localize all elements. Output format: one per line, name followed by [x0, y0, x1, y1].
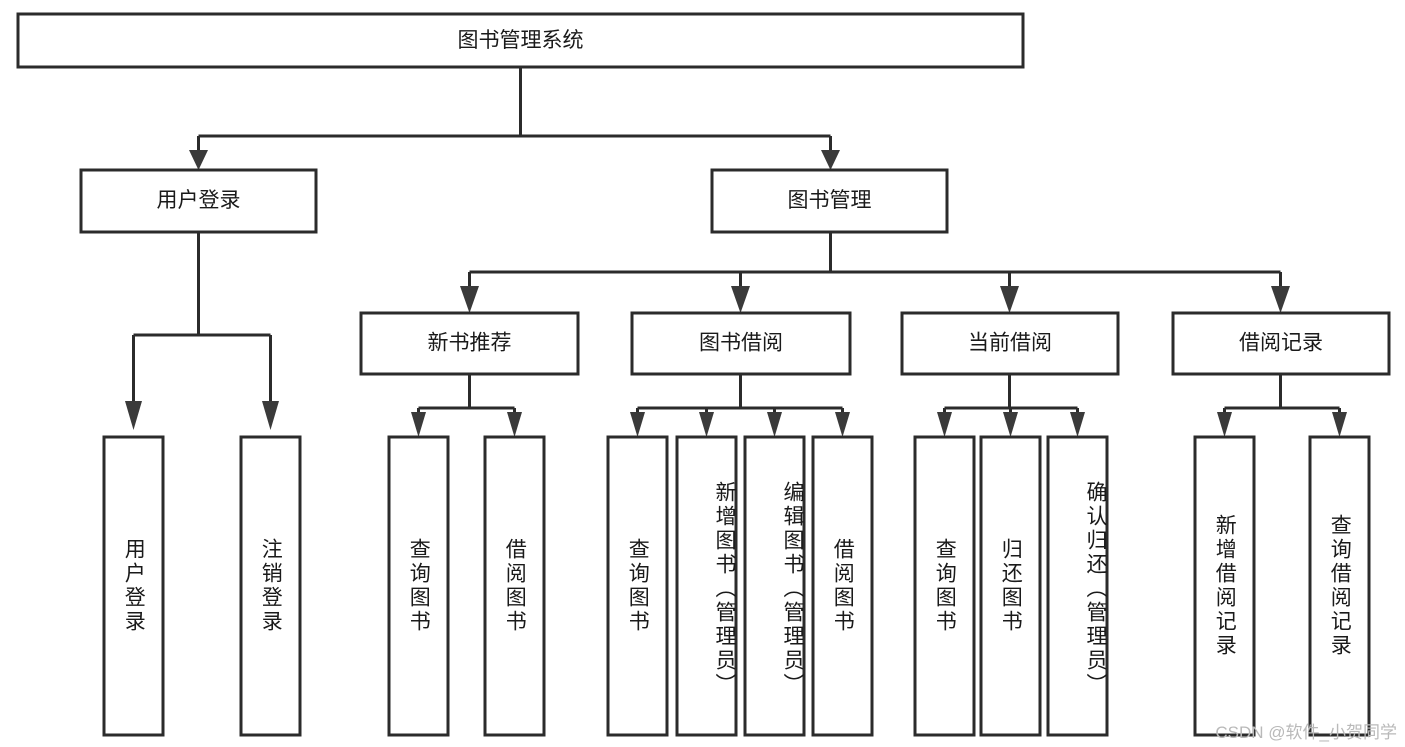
leaf-box-book-borrow-2[interactable]: [743, 435, 806, 737]
node-user-login-label: 用户登录: [157, 189, 241, 212]
arrow-head-leaf-new-book-0: [411, 412, 426, 437]
leaf-box-current-borrow-1[interactable]: [979, 435, 1042, 737]
node-root[interactable]: 图书管理系统: [16, 12, 1025, 69]
leaf-box-book-borrow-1[interactable]: [675, 435, 738, 737]
arrow-head-leaf-book-borrow-3: [835, 412, 850, 437]
node-root-label: 图书管理系统: [458, 29, 584, 52]
leaf-label-book-borrow-1: 新增图书（管理员）: [713, 481, 736, 697]
arrow-head-leaf-current-borrow-2: [1070, 412, 1085, 437]
leaf-box-book-borrow-0[interactable]: [606, 435, 669, 737]
node-book-borrow[interactable]: 图书借阅: [630, 311, 852, 376]
leaf-box-user-login-1[interactable]: [239, 435, 302, 737]
node-borrow-record-box[interactable]: [1171, 311, 1391, 376]
node-book-manage[interactable]: 图书管理: [710, 168, 949, 234]
node-current-borrow-box[interactable]: [900, 311, 1120, 376]
leaf-label-current-borrow-1: 归还图书: [999, 538, 1023, 634]
node-new-book-recommend-label: 新书推荐: [428, 332, 512, 355]
node-book-borrow-box[interactable]: [630, 311, 852, 376]
node-book-borrow-label: 图书借阅: [699, 332, 783, 355]
leaf-box-new-book-0[interactable]: [387, 435, 450, 737]
node-current-borrow[interactable]: 当前借阅: [900, 311, 1120, 376]
connector-group-new-book: [411, 374, 522, 437]
connector-group-borrow-record: [1217, 374, 1347, 437]
arrow-head-user-login: [189, 150, 208, 170]
leaf-box-borrow-record-1[interactable]: [1308, 435, 1371, 737]
node-borrow-record[interactable]: 借阅记录: [1171, 311, 1391, 376]
leaf-box-user-login-0[interactable]: [102, 435, 165, 737]
arrow-head-leaf-user-login-1: [262, 401, 279, 430]
leaf-box-book-borrow-3[interactable]: [811, 435, 874, 737]
arrow-head-book-borrow: [731, 286, 750, 313]
leaf-label-borrow-record-0: 新增借阅记录: [1213, 514, 1237, 658]
leaf-label-current-borrow-0: 查询图书: [933, 538, 957, 634]
arrow-head-leaf-book-borrow-0: [630, 412, 645, 437]
leaf-box-borrow-record-0[interactable]: [1193, 435, 1256, 737]
leaf-label-new-book-0: 查询图书: [407, 538, 431, 634]
arrow-head-leaf-new-book-1: [507, 412, 522, 437]
connector-group-book-manage: [460, 232, 1290, 313]
connector-group-root: [189, 67, 840, 170]
node-book-manage-label: 图书管理: [788, 189, 872, 212]
arrow-head-leaf-current-borrow-1: [1003, 412, 1018, 437]
node-root-box[interactable]: [16, 12, 1025, 69]
node-book-manage-box[interactable]: [710, 168, 949, 234]
leaf-box-new-book-1[interactable]: [483, 435, 546, 737]
leaf-label-borrow-record-1: 查询借阅记录: [1328, 514, 1352, 658]
node-user-login-box[interactable]: [79, 168, 318, 234]
leaf-box-group-current-borrow: [913, 435, 1109, 737]
leaf-box-group-book-borrow: [606, 435, 874, 737]
connector-group-book-borrow: [630, 374, 850, 437]
arrow-head-leaf-borrow-record-0: [1217, 412, 1232, 437]
arrow-head-book-manage: [821, 150, 840, 170]
leaf-label-book-borrow-2: 编辑图书（管理员）: [781, 481, 804, 697]
leaf-label-new-book-1: 借阅图书: [503, 538, 527, 634]
arrow-head-leaf-book-borrow-1: [699, 412, 714, 437]
leaf-label-user-login-0: 用户登录: [122, 538, 146, 634]
watermark-text: CSDN @软件_小贺同学: [1215, 723, 1397, 742]
leaf-box-current-borrow-2[interactable]: [1046, 435, 1109, 737]
node-borrow-record-label: 借阅记录: [1239, 332, 1323, 355]
leaf-label-book-borrow-3: 借阅图书: [831, 538, 855, 634]
arrow-head-new-book: [460, 286, 479, 313]
arrow-head-leaf-borrow-record-1: [1332, 412, 1347, 437]
node-new-book-recommend[interactable]: 新书推荐: [359, 311, 580, 376]
arrow-head-leaf-user-login-0: [125, 401, 142, 430]
arrow-head-leaf-book-borrow-2: [767, 412, 782, 437]
leaf-label-user-login-1: 注销登录: [259, 538, 283, 634]
leaf-label-current-borrow-2: 确认归还（管理员）: [1084, 481, 1107, 697]
leaf-label-book-borrow-0: 查询图书: [626, 538, 650, 634]
arrow-head-borrow-record: [1271, 286, 1290, 313]
leaf-box-current-borrow-0[interactable]: [913, 435, 976, 737]
leaf-box-group-new-book: [387, 435, 546, 737]
connector-group-user-login: [125, 232, 279, 430]
node-current-borrow-label: 当前借阅: [968, 332, 1052, 355]
arrow-head-current-borrow: [1000, 286, 1019, 313]
connector-group-current-borrow: [937, 374, 1085, 437]
leaf-box-group-user-login: [102, 435, 302, 737]
node-new-book-recommend-box[interactable]: [359, 311, 580, 376]
leaf-box-group-borrow-record: [1193, 435, 1371, 737]
node-user-login[interactable]: 用户登录: [79, 168, 318, 234]
arrow-head-leaf-current-borrow-0: [937, 412, 952, 437]
